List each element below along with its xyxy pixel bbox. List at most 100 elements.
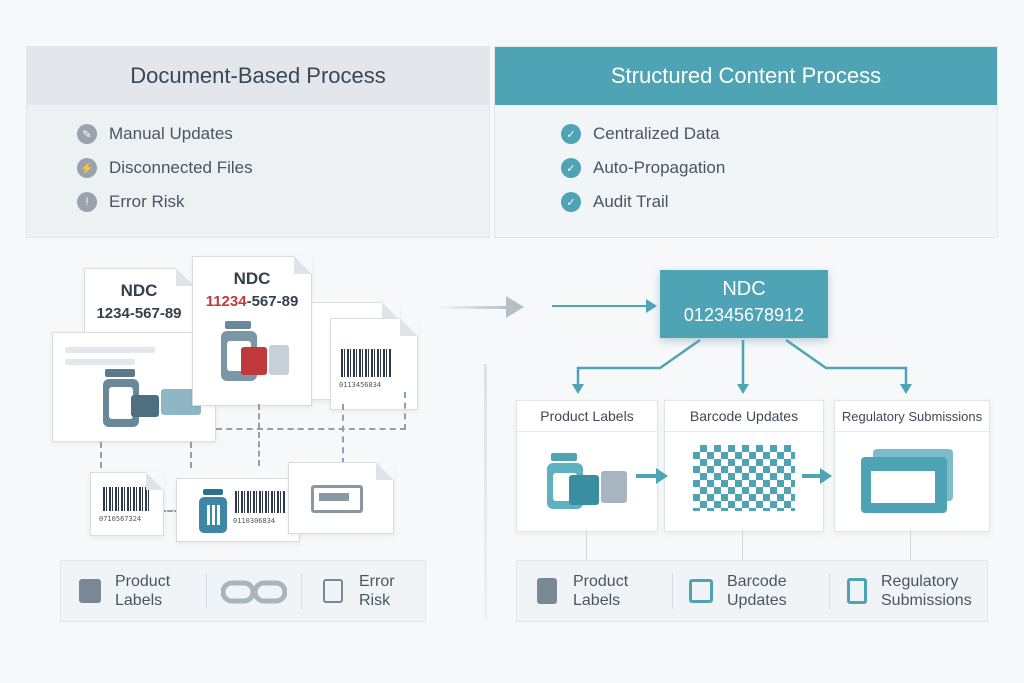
barcode-graphic [235, 491, 285, 513]
card-product-labels: Product Labels [516, 400, 658, 532]
bottle-icon [547, 453, 627, 509]
ndc-label: NDC [233, 269, 271, 288]
card-barcode-updates: Barcode Updates [664, 400, 824, 532]
connector-line [742, 530, 743, 560]
text-line [65, 347, 155, 353]
summary-text: Product Labels [115, 572, 170, 610]
list-item: ✓ Auto-Propagation [561, 151, 997, 185]
broken-link-icon: ⚡ [77, 158, 97, 178]
submission-icon [847, 578, 867, 604]
list-item-label: Audit Trail [593, 192, 669, 211]
warning-icon: ! [77, 192, 97, 212]
folder-icon [861, 449, 953, 513]
label-icon [79, 579, 101, 603]
document-bottle-barcode: 0110306834 [176, 478, 300, 542]
summary-text: Regulatory Submissions [881, 572, 972, 610]
barcode-graphic [103, 487, 151, 511]
text-line [65, 359, 135, 365]
list-item-label: Centralized Data [593, 124, 720, 143]
qr-code-icon [693, 445, 795, 511]
dashed-connector [216, 428, 406, 430]
dashed-connector [258, 404, 260, 466]
dashed-connector [190, 442, 192, 468]
list-item-label: Error Risk [109, 192, 185, 211]
summary-text: Product Labels [573, 572, 628, 610]
dashed-connector [100, 442, 102, 468]
vertical-divider [484, 364, 487, 620]
card-title: Barcode Updates [665, 401, 823, 432]
arrowhead-icon [646, 299, 657, 313]
summary-line: Labels [573, 592, 621, 609]
barcode-number: 0110306834 [233, 517, 276, 525]
document-based-title: Document-Based Process [27, 47, 489, 105]
divider [672, 573, 673, 609]
list-item-label: Disconnected Files [109, 158, 253, 177]
summary-line: Labels [115, 592, 163, 609]
structured-content-list: ✓ Centralized Data ✓ Auto-Propagation ✓ … [495, 105, 997, 219]
bottle-icon [199, 489, 227, 533]
card-title: Product Labels [517, 401, 657, 432]
summary-text: Error Risk [359, 572, 395, 610]
divider [301, 573, 302, 609]
summary-line: Regulatory [881, 573, 959, 590]
bottle-icon [103, 369, 201, 427]
list-item-label: Manual Updates [109, 124, 233, 143]
summary-line: Error [359, 573, 395, 590]
document-based-panel: Document-Based Process ✎ Manual Updates … [26, 46, 490, 238]
summary-line: Barcode [727, 573, 787, 590]
connector-line [910, 530, 911, 560]
summary-line: Submissions [881, 592, 972, 609]
document-based-list: ✎ Manual Updates ⚡ Disconnected Files ! … [27, 105, 489, 219]
branch-connectors [572, 338, 912, 394]
arrowhead-icon [656, 468, 668, 484]
transition-arrow [436, 306, 508, 309]
checklist-icon [323, 579, 343, 603]
pencil-icon: ✎ [77, 124, 97, 144]
check-icon: ✓ [561, 192, 581, 212]
dashed-connector [160, 510, 180, 512]
connector-line [586, 530, 587, 560]
structured-content-panel: Structured Content Process ✓ Centralized… [494, 46, 998, 238]
list-item: ✎ Manual Updates [77, 117, 489, 151]
input-arrow [552, 305, 648, 307]
central-ndc-code: 012345678912 [683, 305, 805, 325]
summary-line: Product [115, 573, 171, 590]
summary-item-barcode-updates: Barcode Updates [689, 572, 787, 610]
dashed-connector [404, 392, 406, 430]
summary-item-product-labels: Product Labels [79, 572, 170, 610]
summary-item-product-labels: Product Labels [537, 572, 628, 610]
barcode-number: 0710567324 [99, 515, 142, 523]
ndc-code-rest: -567-89 [246, 293, 299, 310]
check-icon: ✓ [561, 158, 581, 178]
ndc-label: NDC [120, 281, 158, 300]
ndc-code: 1234-567-89 [96, 305, 182, 322]
summary-item-regulatory-submissions: Regulatory Submissions [847, 572, 972, 610]
flow-arrow [802, 474, 822, 478]
chain-link-icon [221, 580, 287, 604]
card-regulatory-submissions: Regulatory Submissions [834, 400, 990, 532]
summary-line: Product [573, 573, 629, 590]
list-item: ✓ Audit Trail [561, 185, 997, 219]
central-ndc-box: NDC 012345678912 [660, 270, 828, 338]
right-summary-bar: Product Labels Barcode Updates Regulator… [516, 560, 988, 622]
summary-text: Barcode Updates [727, 572, 787, 610]
document-barcode: 0113456834 [330, 318, 418, 410]
summary-line: Updates [727, 592, 787, 609]
list-item-label: Auto-Propagation [593, 158, 726, 177]
document-generic [288, 462, 394, 534]
list-item: ! Error Risk [77, 185, 489, 219]
flow-arrow [636, 474, 658, 478]
left-summary-bar: Product Labels Error Risk [60, 560, 426, 622]
list-item: ⚡ Disconnected Files [77, 151, 489, 185]
label-graphic [319, 493, 349, 501]
document-barcode: 0710567324 [90, 472, 164, 536]
central-ndc-label: NDC [722, 278, 766, 300]
card-title: Regulatory Submissions [835, 401, 989, 432]
divider [829, 573, 830, 609]
summary-line: Risk [359, 592, 391, 609]
structured-content-title: Structured Content Process [495, 47, 997, 105]
arrowhead-icon [506, 296, 524, 318]
label-graphic [311, 485, 363, 513]
document-product-large [52, 332, 216, 442]
list-item: ✓ Centralized Data [561, 117, 997, 151]
